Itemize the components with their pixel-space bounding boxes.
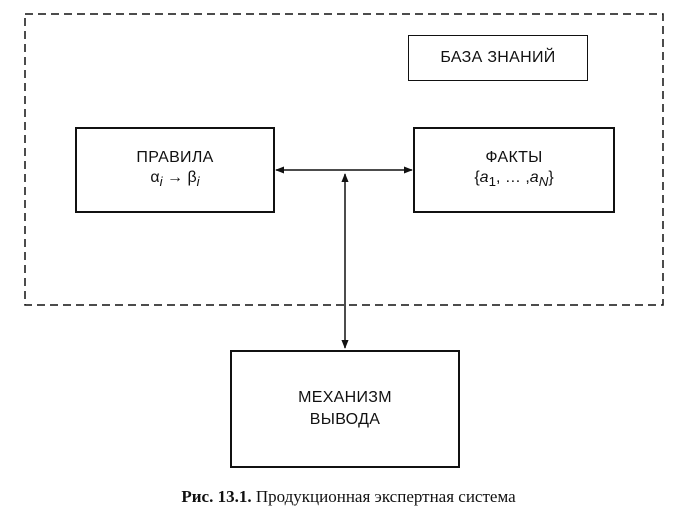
inference-engine-box: МЕХАНИЗМ ВЫВОДА: [230, 350, 460, 468]
figure-caption: Рис. 13.1. Продукционная экспертная сист…: [0, 487, 697, 507]
facts-box: ФАКТЫ {a1, … ,aN}: [413, 127, 615, 213]
rules-box: ПРАВИЛА αi → βi: [75, 127, 275, 213]
caption-text: Продукционная экспертная система: [251, 487, 516, 506]
rules-formula: αi → βi: [150, 168, 200, 190]
engine-line2: ВЫВОДА: [309, 411, 381, 428]
knowledge-base-label-box: БАЗА ЗНАНИЙ: [408, 35, 588, 81]
facts-title: ФАКТЫ: [485, 148, 543, 166]
rules-title: ПРАВИЛА: [136, 148, 214, 166]
knowledge-base-label: БАЗА ЗНАНИЙ: [440, 49, 556, 66]
caption-number: Рис. 13.1.: [181, 487, 252, 506]
facts-formula: {a1, … ,aN}: [474, 168, 554, 190]
engine-line1: МЕХАНИЗМ: [298, 389, 392, 406]
